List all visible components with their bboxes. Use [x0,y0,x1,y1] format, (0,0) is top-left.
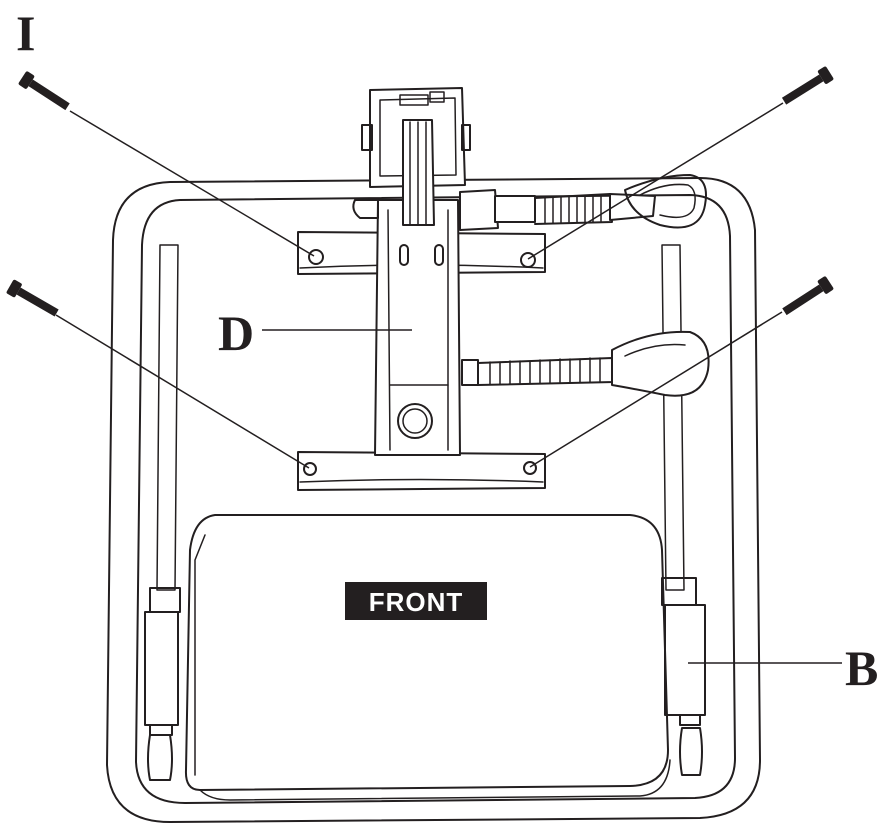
tilt-mechanism [352,87,471,456]
label-screws: I [16,5,35,61]
upper-adjustment-lever [459,174,707,231]
screw-guide-lines [55,102,784,469]
screw-bottom-left [6,279,59,317]
lower-adjustment-lever [461,330,710,397]
label-mechanism: D [218,305,254,361]
left-rail [144,244,181,781]
seat-frame [106,177,761,823]
screw-top-right [781,66,834,105]
label-gas-lift-bracket: B [845,640,878,696]
right-rail [661,244,706,776]
front-badge [345,582,487,620]
front-mounting-plate [297,451,546,491]
screw-bottom-right [782,276,834,316]
seat-pan: FRONT [184,514,671,801]
front-label: FRONT [369,587,464,617]
screw-top-left [18,71,70,111]
